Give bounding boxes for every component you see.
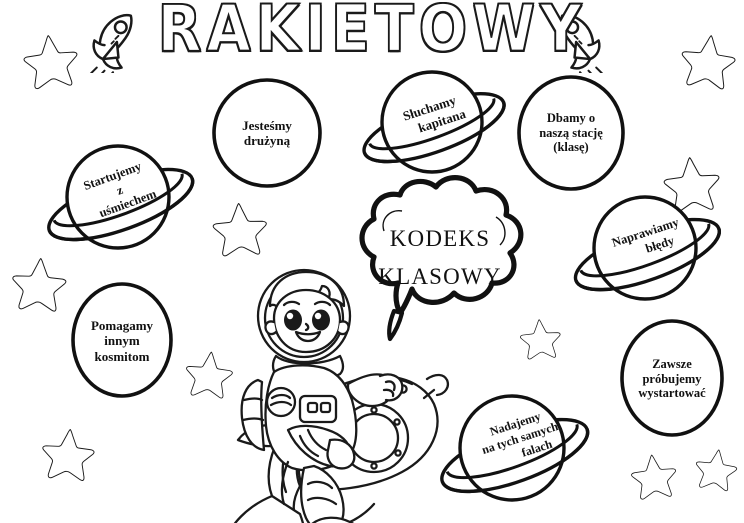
star-icon bbox=[21, 32, 81, 91]
oval-bubbles-group bbox=[71, 75, 724, 437]
star-icon bbox=[518, 317, 563, 360]
star-icon bbox=[10, 256, 68, 313]
rule-planet-sluchamy-kapitana[interactable] bbox=[356, 70, 511, 176]
rule-bubble-dbamy-o-nasza-stacje[interactable] bbox=[517, 75, 625, 191]
rule-planet-nadajemy-na-tych-samych-falach[interactable] bbox=[433, 394, 595, 506]
astronaut-on-rocket-illustration bbox=[233, 268, 449, 523]
star-icon bbox=[678, 31, 739, 91]
rocket-icon bbox=[560, 13, 604, 73]
codex-line-2: KLASOWY bbox=[378, 264, 502, 289]
codex-line-1: KODEKS bbox=[389, 226, 491, 251]
rule-planet-naprawiamy-bledy[interactable] bbox=[567, 195, 727, 304]
star-icon bbox=[211, 201, 269, 257]
rule-bubble-jestesmy-druzyna[interactable] bbox=[212, 78, 322, 188]
star-icon bbox=[692, 446, 740, 493]
rockets-group bbox=[89, 13, 604, 73]
star-icon bbox=[629, 452, 679, 501]
rule-bubble-pomagamy-innym-kosmitom[interactable] bbox=[71, 282, 173, 398]
rocket-icon bbox=[89, 13, 133, 73]
star-icon bbox=[183, 349, 235, 400]
rule-planet-startujemy-z-usmiechem[interactable] bbox=[41, 144, 201, 254]
codex-title: KODEKS KLASOWY bbox=[364, 226, 516, 290]
codex-speech-bubble[interactable] bbox=[359, 175, 524, 342]
rule-bubble-zawsze-probujemy-wystartowac[interactable] bbox=[620, 319, 724, 437]
star-icon bbox=[39, 426, 97, 482]
